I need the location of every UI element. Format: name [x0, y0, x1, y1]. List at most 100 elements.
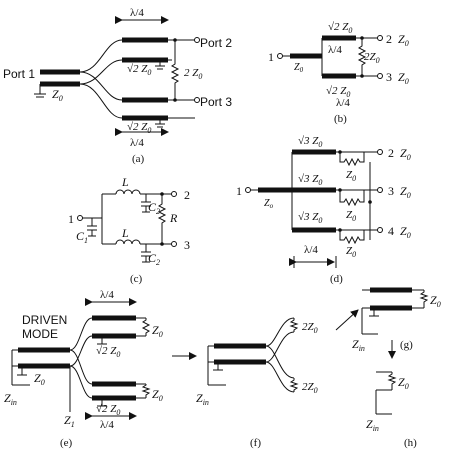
svg-text:Z0: Z0: [400, 146, 411, 162]
node-c-bottom: [160, 242, 164, 246]
svg-text:2 Z0: 2 Z0: [184, 67, 202, 81]
label-f-zin-sub: in: [203, 398, 209, 407]
label-e-zin: Z: [4, 391, 11, 405]
resistor-g: [419, 290, 429, 308]
node-d-2: [338, 188, 342, 192]
svg-text:1: 1: [68, 212, 74, 226]
svg-text:√2 Z0: √2 Z0: [328, 21, 352, 35]
svg-text:C2: C2: [148, 200, 160, 216]
label-f-2z0-bottom: 2Z: [302, 381, 315, 393]
label-b-lambda-b: λ/4: [336, 97, 350, 109]
svg-text:√3 Z0: √3 Z0: [298, 173, 322, 187]
svg-text:C2: C2: [148, 251, 160, 267]
wire-a-fan3: [79, 71, 123, 101]
label-a-sqrt2-bottom: √2 Z: [127, 121, 148, 133]
label-a-port1: Port 1: [3, 67, 35, 81]
node-a-top: [173, 38, 177, 42]
wire-f-fan1: [265, 317, 295, 347]
label-e-sqrt2-bottom-sub: 0: [116, 408, 120, 417]
label-b-sqrt2-top-sub: 0: [348, 26, 352, 35]
port-a-3: [194, 97, 200, 103]
label-b-z0-2-sub: 0: [405, 39, 409, 48]
node-a-bottom: [173, 98, 177, 102]
label-g-z0-sub: 0: [437, 300, 441, 309]
svg-text:(b): (b): [334, 113, 347, 125]
label-e-z0-in-sub: 0: [41, 378, 45, 387]
label-b-z0-in-sub: 0: [300, 66, 304, 74]
svg-text:(c): (c): [130, 273, 143, 285]
svg-text:2: 2: [184, 188, 190, 202]
label-h-zin: Z: [366, 417, 373, 431]
node-c-top: [160, 192, 164, 196]
label-e-lambda-top: λ/4: [100, 289, 114, 301]
label-b-z0-3: Z: [398, 70, 405, 84]
label-b-2z0: 2Z: [364, 51, 377, 63]
svg-text:λ/4: λ/4: [336, 97, 350, 109]
svg-text:λ/4: λ/4: [304, 244, 318, 256]
svg-text:(d): (d): [330, 273, 343, 285]
label-h-z0: Z: [398, 375, 405, 389]
svg-text:3: 3: [184, 238, 190, 252]
svg-text:Zin: Zin: [4, 391, 17, 407]
label-a-sqrt2-top: √2 Z: [127, 63, 148, 75]
svg-text:Z0: Z0: [398, 70, 409, 86]
svg-text:1: 1: [236, 184, 242, 198]
svg-text:Zin: Zin: [352, 337, 365, 353]
port-d-2: [377, 149, 383, 155]
label-e-z0-bottom: Z: [152, 387, 159, 401]
wire-f-fan4: [265, 361, 295, 393]
caption-a: (a): [132, 153, 145, 165]
port-b-3: [377, 73, 383, 79]
label-d-sqrt3-1: √3 Z: [298, 135, 319, 147]
label-f-2z0-top: 2Z: [302, 321, 315, 333]
label-h-z0-sub: 0: [405, 382, 409, 391]
label-b-z0-3-sub: 0: [405, 77, 409, 86]
label-e-lambda-bottom: λ/4: [100, 419, 114, 431]
label-a-2z0-sub: 0: [198, 72, 202, 81]
label-d-rz0-3: Z: [346, 245, 353, 257]
caption-c: (c): [130, 273, 143, 285]
label-e-z0-top-sub: 0: [159, 330, 163, 339]
svg-text:Z0: Z0: [152, 323, 163, 339]
label-d-rz0-3-sub: 0: [352, 250, 356, 259]
label-d-port1: 1: [236, 184, 242, 198]
caption-h: (h): [404, 437, 417, 449]
resistor-e-bottom: [141, 384, 151, 398]
label-c-c2-top-sub: 2: [156, 207, 160, 216]
label-g-zin-sub: in: [359, 344, 365, 353]
svg-text:λ/4: λ/4: [130, 7, 144, 19]
label-d-rz0-1: Z: [346, 169, 353, 181]
svg-text:√2 Z0: √2 Z0: [127, 121, 151, 135]
label-c-c2-bottom-sub: 2: [156, 258, 160, 267]
label-d-sqrt3-2-sub: 0: [318, 178, 322, 187]
svg-text:Z1: Z1: [64, 413, 75, 429]
label-b-lambda-a: λ/4: [328, 44, 342, 56]
node-b-bottom: [360, 74, 364, 78]
wire-a-fan1: [79, 39, 123, 73]
caption-f: (f): [250, 437, 261, 449]
label-b-port3: 3: [386, 70, 392, 84]
svg-text:C1: C1: [76, 229, 88, 245]
label-d-lambda: λ/4: [304, 244, 318, 256]
caption-b: (b): [334, 113, 347, 125]
label-b-port1: 1: [268, 50, 274, 64]
label-e-sqrt2-top: √2 Z: [96, 345, 117, 357]
svg-text:√2 Z0: √2 Z0: [326, 85, 350, 99]
resistor-c-r: [157, 194, 167, 244]
caption-g: (g): [400, 339, 413, 351]
port-d-1: [245, 187, 251, 193]
wire-e-fan4: [69, 365, 93, 399]
svg-text:(f): (f): [250, 437, 261, 449]
label-b-sqrt2-bottom: √2 Z: [326, 85, 347, 97]
resistor-d-2: [339, 190, 365, 207]
svg-text:Z0: Z0: [346, 245, 356, 259]
svg-text:Z0: Z0: [294, 62, 304, 74]
svg-text:2Z0: 2Z0: [364, 51, 380, 65]
svg-text:Port 3: Port 3: [200, 95, 232, 109]
node-d-1: [338, 150, 342, 154]
svg-text:Z0: Z0: [400, 184, 411, 200]
port-b-1: [277, 53, 283, 59]
svg-text:Zin: Zin: [196, 391, 209, 407]
label-b-port2: 2: [386, 32, 392, 46]
label-c-node2: 2: [184, 188, 190, 202]
